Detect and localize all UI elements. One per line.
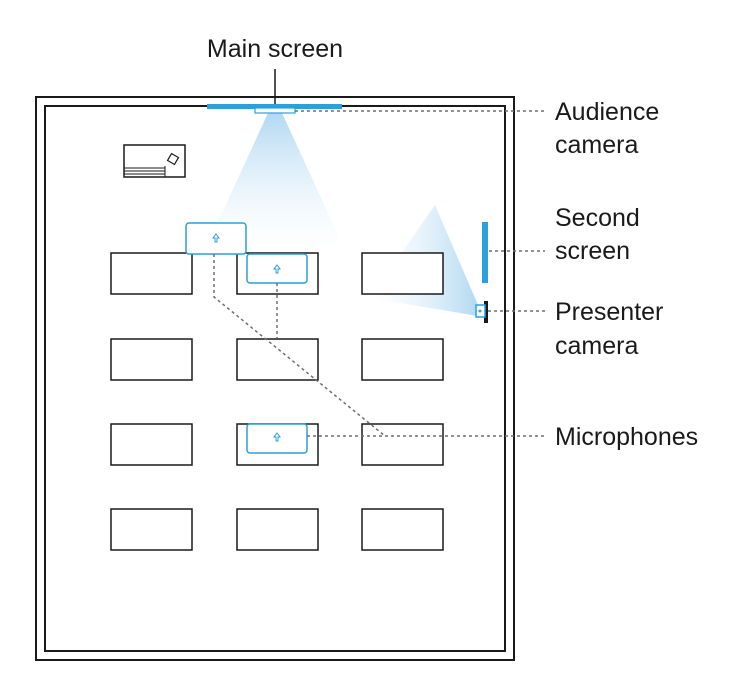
presenter-camera-lens (478, 309, 482, 313)
table (361, 423, 444, 466)
table (236, 338, 319, 381)
main-screen-label: Main screen (207, 35, 343, 63)
table (361, 338, 444, 381)
presenter-camera-label-line2: camera (555, 332, 638, 360)
microphone-icon (273, 432, 281, 442)
microphones-label: Microphones (555, 423, 698, 451)
table (110, 252, 193, 295)
microphone-3 (246, 423, 308, 454)
second-screen-label-line1: Second (555, 204, 640, 232)
table (361, 252, 444, 295)
second-screen-label-line2: screen (555, 237, 630, 265)
presenter-camera-mount (484, 301, 488, 323)
table (110, 508, 193, 551)
microphone-icon (273, 264, 281, 274)
audience-camera-label-line1: Audience (555, 98, 659, 126)
microphone-1-leader (213, 254, 386, 437)
microphone-icon (212, 233, 220, 243)
main-screen (207, 104, 342, 109)
audience-camera-view-cone (205, 113, 345, 250)
audience-camera (254, 107, 296, 114)
microphone-2 (246, 253, 308, 284)
microphone-1 (185, 222, 247, 255)
table (110, 338, 193, 381)
tables (110, 252, 444, 551)
second-screen (482, 222, 488, 283)
table (236, 508, 319, 551)
presenter-camera-label-line1: Presenter (555, 298, 663, 326)
audience-camera-label-line2: camera (555, 131, 638, 159)
table (361, 508, 444, 551)
leader-lines (213, 110, 545, 437)
table (110, 423, 193, 466)
presenter-desk-icon (123, 144, 186, 178)
